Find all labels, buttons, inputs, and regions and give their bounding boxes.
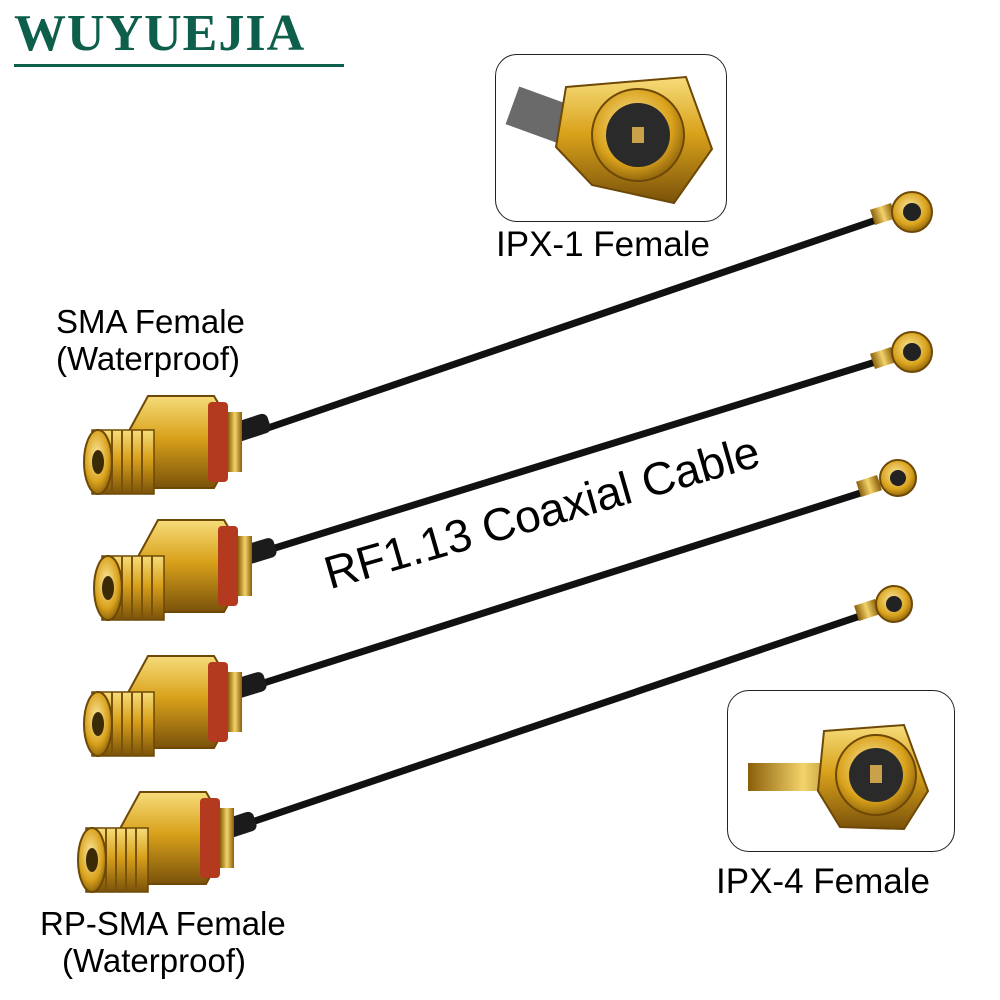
rpsma-female-label-line1: RP-SMA Female: [40, 905, 286, 942]
coaxial-cables: [236, 214, 886, 830]
rpsma-connector-1: [83, 655, 242, 757]
ipx-connector-2: [870, 331, 933, 373]
rpsma-female-label: RP-SMA Female (Waterproof): [40, 905, 286, 980]
ipx-connector-4: [854, 585, 913, 623]
ipx-connector-1: [870, 191, 933, 233]
sma-connector-1: [83, 395, 242, 495]
brand-logo: WUYUEJIA: [14, 5, 306, 62]
sma-connector-2: [93, 519, 252, 621]
cable-1: [258, 214, 886, 434]
sma-female-label: SMA Female (Waterproof): [56, 303, 245, 378]
cable-2: [258, 356, 886, 556]
rpsma-connector-2: [77, 791, 234, 893]
cable-3: [244, 486, 874, 692]
cable-4: [236, 610, 870, 830]
ipx1-closeup-inset: [495, 54, 727, 222]
rpsma-female-label-line2: (Waterproof): [62, 941, 246, 979]
ipx4-closeup-inset: [727, 690, 955, 852]
ipx-connector-3: [856, 459, 917, 498]
ipx4-label: IPX-4 Female: [716, 862, 930, 901]
sma-female-label-line1: SMA Female: [56, 303, 245, 340]
ipx4-closeup-image: [748, 723, 930, 831]
brand-underline: [14, 64, 344, 67]
ipx1-closeup-image: [505, 75, 714, 205]
ipx1-label: IPX-1 Female: [496, 225, 710, 264]
sma-female-label-line2: (Waterproof): [56, 339, 240, 377]
